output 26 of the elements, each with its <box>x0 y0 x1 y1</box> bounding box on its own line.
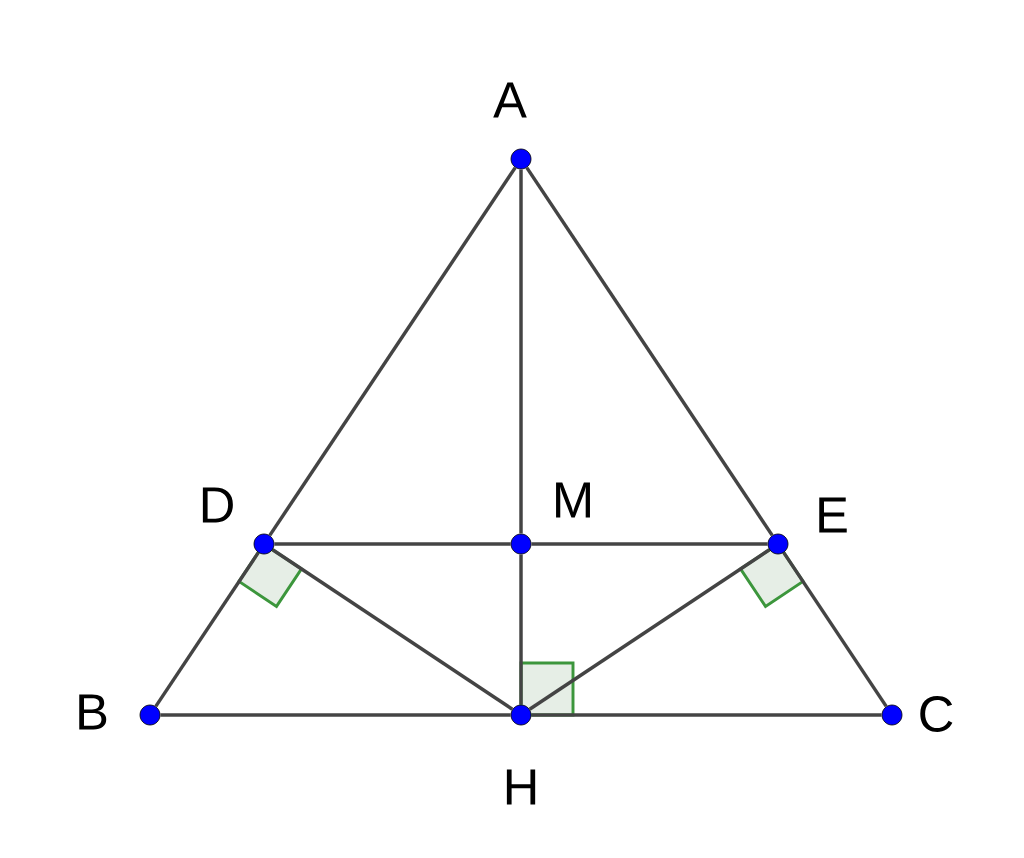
node-label: E <box>819 497 847 533</box>
labeled-point: M <box>510 482 590 555</box>
labeled-point: E <box>767 497 847 555</box>
node-label: D <box>202 487 233 523</box>
labeled-point: B <box>79 694 161 730</box>
line-segment <box>160 713 511 717</box>
line-segment <box>519 169 523 534</box>
node-label: B <box>79 694 107 730</box>
labeled-point: H <box>506 704 536 805</box>
line-segment <box>531 713 882 717</box>
line-segment <box>519 554 523 705</box>
node-label: M <box>556 482 590 518</box>
labeled-point: A <box>493 82 532 170</box>
line-segment <box>271 548 514 711</box>
line-segment <box>154 551 260 708</box>
line-segment <box>525 166 774 537</box>
node-label: A <box>493 82 527 118</box>
node-label: C <box>920 696 953 732</box>
line-segment <box>274 542 511 546</box>
line-segment <box>528 548 771 711</box>
line-segment <box>531 542 768 546</box>
node-label: H <box>506 769 536 805</box>
line-segment <box>782 551 888 708</box>
labeled-point: C <box>881 696 953 732</box>
line-segment <box>268 166 517 537</box>
labeled-point: D <box>202 487 275 555</box>
